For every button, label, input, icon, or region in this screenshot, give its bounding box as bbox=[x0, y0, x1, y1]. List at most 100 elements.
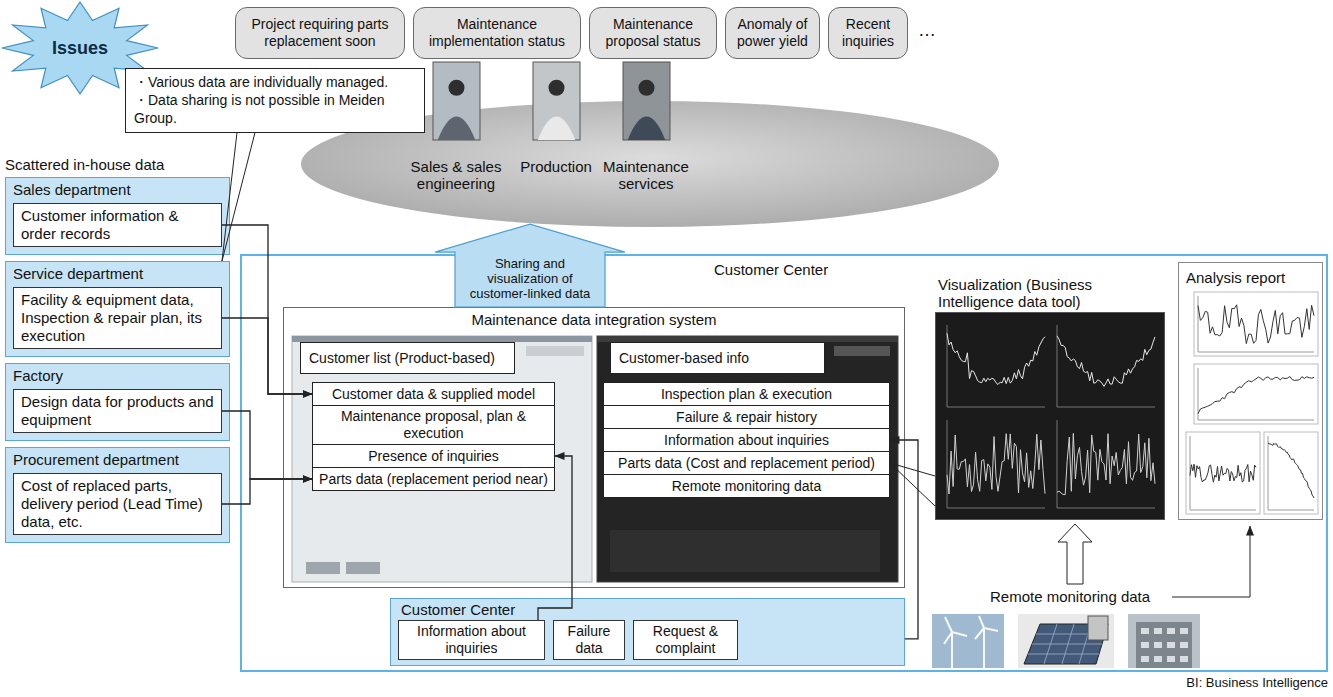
screen-panel bbox=[597, 336, 898, 582]
node-text: Failure data bbox=[558, 623, 620, 657]
screen-button bbox=[346, 562, 380, 574]
data-box: Information about inquiries bbox=[398, 620, 545, 660]
chart-line bbox=[1057, 433, 1155, 494]
connector bbox=[222, 318, 312, 394]
wind-photo bbox=[932, 614, 1004, 668]
free-label-text: … bbox=[918, 20, 936, 41]
screen-panel bbox=[292, 336, 592, 582]
screen-heading: Customer-based info bbox=[610, 342, 825, 374]
chart-axis bbox=[947, 325, 1045, 407]
text-holder: Production bbox=[516, 158, 596, 175]
chart-axis bbox=[1198, 296, 1314, 352]
connector bbox=[222, 411, 312, 479]
text-holder: Customer Center bbox=[714, 261, 828, 278]
text-holder: Analysis report bbox=[1184, 268, 1287, 287]
photo-body bbox=[538, 117, 576, 140]
photo-frame bbox=[533, 62, 580, 140]
solar-photo bbox=[1018, 614, 1114, 668]
data-row: Failure & repair history bbox=[603, 405, 890, 429]
node-text: Maintenance services bbox=[591, 158, 701, 193]
wind-turbines bbox=[944, 616, 998, 668]
node-text: Visualization (Business Intelligence dat… bbox=[938, 276, 1143, 311]
building bbox=[1136, 622, 1192, 668]
node-text: Customer data & supplied model bbox=[332, 386, 535, 403]
block-arrow bbox=[435, 224, 625, 307]
chart-frame bbox=[1264, 432, 1318, 514]
photo-head bbox=[449, 80, 465, 96]
customer-center-box: Customer CenterInformation about inquiri… bbox=[390, 598, 905, 666]
department-box: Procurement departmentCost of replaced p… bbox=[5, 447, 230, 543]
node-text: Sales & sales engineering bbox=[406, 158, 506, 193]
issues-callout: ・Various data are individually managed.・… bbox=[125, 68, 425, 133]
node-text: Facility & equipment data, Inspection & … bbox=[21, 291, 214, 345]
node-text: Information about inquiries bbox=[403, 623, 540, 657]
node-text: Customer list (Product-based) bbox=[309, 350, 495, 367]
node-text: Analysis report bbox=[1186, 269, 1285, 286]
connector bbox=[890, 440, 918, 639]
chart-line bbox=[947, 434, 1045, 494]
node-text: Parts data (Cost and replacement period) bbox=[618, 455, 875, 472]
decor-shape bbox=[1167, 628, 1175, 634]
decor-shape bbox=[983, 628, 985, 668]
screen-widget bbox=[526, 346, 584, 356]
department-box: FactoryDesign data for products and equi… bbox=[5, 363, 230, 441]
data-box: Facility & equipment data, Inspection & … bbox=[13, 287, 222, 349]
node-text: Remote monitoring data bbox=[672, 478, 821, 495]
callout-pointer bbox=[222, 133, 255, 261]
photo-body bbox=[628, 117, 666, 140]
department-box: Service departmentFacility & equipment d… bbox=[5, 261, 230, 357]
decor-shape bbox=[1141, 642, 1149, 648]
chart-line bbox=[1057, 336, 1155, 387]
chart-axis bbox=[1057, 325, 1155, 407]
node-text: Production bbox=[516, 158, 596, 175]
chart-axis bbox=[1190, 436, 1256, 510]
topic-bubble: Project requiring parts replacement soon bbox=[235, 7, 405, 59]
building-photo bbox=[1128, 614, 1200, 668]
node-text: Project requiring parts replacement soon bbox=[242, 16, 398, 50]
decor-shape bbox=[1180, 642, 1188, 648]
photo-body bbox=[438, 117, 476, 140]
free-label-text: BI: Business Intelligence bbox=[1100, 676, 1328, 691]
data-row: Customer data & supplied model bbox=[312, 382, 555, 406]
free-label: Scattered in-house data bbox=[5, 156, 164, 173]
connector bbox=[538, 456, 572, 620]
chart-line bbox=[947, 333, 1045, 384]
free-label-text: Scattered in-house data bbox=[5, 156, 164, 173]
node-text: Presence of inquiries bbox=[368, 448, 499, 465]
chart-line bbox=[1198, 305, 1314, 344]
decor-shape bbox=[1167, 642, 1175, 648]
callout-pointer bbox=[890, 463, 935, 506]
node-text: Factory bbox=[13, 367, 222, 385]
analysis-report: Analysis report bbox=[1178, 262, 1323, 520]
chart-line bbox=[1190, 464, 1256, 482]
decor-shape bbox=[1154, 642, 1162, 648]
decor-shape bbox=[1032, 644, 1102, 645]
node-text: Customer Center bbox=[714, 261, 828, 278]
decor-shape bbox=[979, 616, 984, 628]
node-text: Procurement department bbox=[13, 451, 222, 469]
screen-widget bbox=[834, 346, 890, 356]
topic-bubble: Anomaly of power yield bbox=[725, 7, 820, 59]
department-box: Sales departmentCustomer information & o… bbox=[5, 177, 230, 255]
decor-shape bbox=[984, 628, 998, 631]
decor-shape bbox=[1062, 624, 1074, 664]
free-label: … bbox=[918, 20, 936, 41]
decor-shape bbox=[945, 617, 952, 632]
free-label: BI: Business Intelligence bbox=[1100, 676, 1328, 691]
node-text: Request & complaint bbox=[638, 623, 733, 657]
node-text: Issues bbox=[52, 38, 108, 59]
decor-shape bbox=[1141, 656, 1149, 662]
text-holder: Sales & sales engineering bbox=[406, 158, 506, 193]
text-holder: Maintenance services bbox=[591, 158, 701, 193]
node-text: Parts data (replacement period near) bbox=[319, 471, 548, 488]
node-text: Maintenance implementation status bbox=[420, 16, 574, 50]
node-text: ・Data sharing is not possible in Meiden … bbox=[134, 91, 416, 127]
chart-frame bbox=[1194, 364, 1318, 424]
node-text: Maintenance data integration system bbox=[284, 311, 904, 328]
decor-shape bbox=[1141, 628, 1149, 634]
chart-axis bbox=[1057, 420, 1155, 508]
chart-frame bbox=[1186, 432, 1260, 514]
decor-shape bbox=[1167, 656, 1175, 662]
chart-screen bbox=[935, 312, 1165, 520]
